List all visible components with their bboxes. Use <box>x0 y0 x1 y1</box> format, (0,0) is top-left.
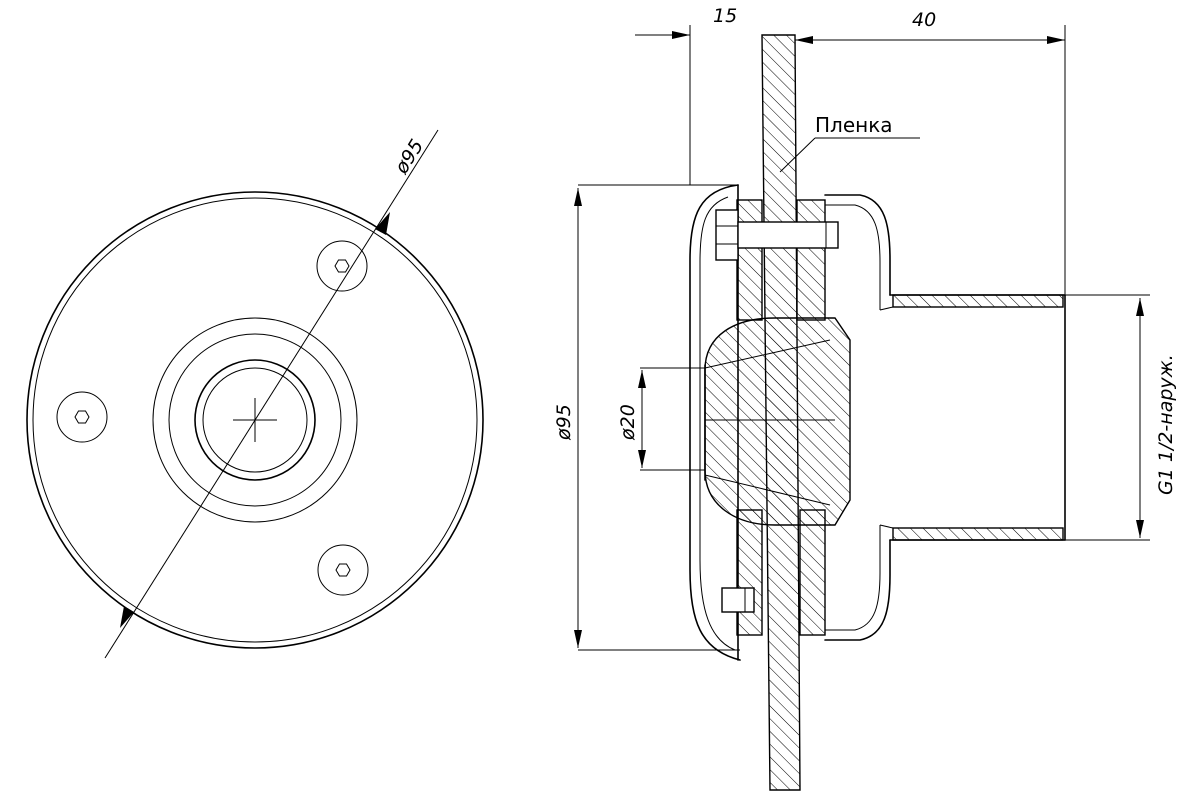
dimension-40: 40 <box>795 9 1066 295</box>
housing-bottom-inner <box>825 525 881 631</box>
front-diameter-label: ø95 <box>390 136 428 179</box>
side-section-view: 15 40 Пленка ø95 <box>553 5 1177 791</box>
membrane-label: Пленка <box>815 113 893 137</box>
clamp-block-top <box>736 199 763 321</box>
bolt-bottom <box>721 587 755 613</box>
ball-nozzle <box>704 317 851 526</box>
dim-40-label: 40 <box>912 9 936 31</box>
thread-label: G1 1/2-наруж. <box>1155 354 1177 495</box>
housing-top-outline <box>824 194 891 296</box>
dimension-arrow <box>120 606 134 628</box>
flange-outer-rim <box>32 197 478 643</box>
front-view: ø95 <box>26 129 484 659</box>
dimension-15: 15 <box>635 5 795 185</box>
flange-face-inner <box>699 196 736 651</box>
side-diameter-dimension: ø95 <box>553 184 740 651</box>
housing-bottom-outline <box>824 539 891 641</box>
ring-outer-circle <box>152 317 358 523</box>
bolt-top <box>715 209 839 261</box>
front-diameter-dimension-line <box>104 129 439 659</box>
screw-hole-top-right <box>316 240 368 292</box>
clamp-block-bottom-right <box>799 509 826 636</box>
ring-middle-circle <box>168 333 342 507</box>
side-diameter-label: ø95 <box>553 404 575 441</box>
dim-15-label: 15 <box>713 5 737 27</box>
nozzle-inner-circle <box>202 367 308 473</box>
dimension-arrow <box>375 212 390 235</box>
screw-hole-left <box>56 391 108 443</box>
clamp-block-bottom <box>736 509 763 636</box>
threaded-pipe <box>879 294 1066 541</box>
nozzle-outer-circle <box>194 359 316 481</box>
inner-diameter-label: ø20 <box>617 404 639 441</box>
inner-diameter-dimension: ø20 <box>617 367 705 471</box>
membrane-callout: Пленка <box>779 113 920 173</box>
clamp-block-top-right <box>796 199 826 321</box>
screw-hole-bottom-right <box>317 544 369 596</box>
housing-top-inner <box>825 204 881 310</box>
flange-outer-circle <box>26 191 484 649</box>
flange-face-outline <box>689 184 741 661</box>
thread-dimension: G1 1/2-наруж. <box>1065 294 1177 541</box>
